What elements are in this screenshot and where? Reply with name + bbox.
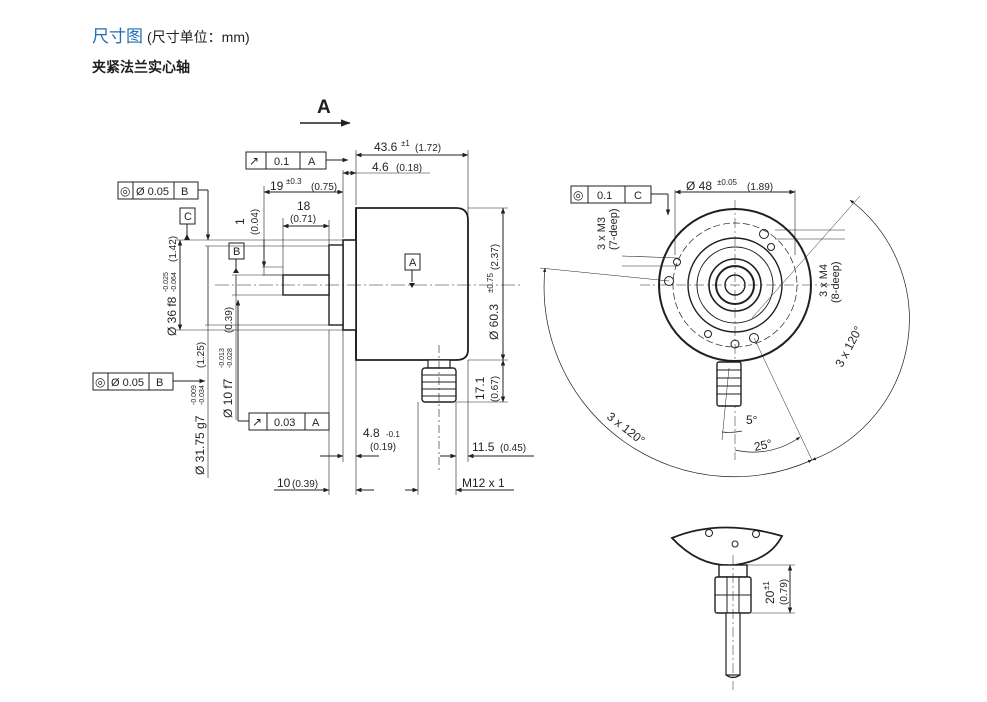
title-text: 尺寸图 [92, 27, 143, 46]
dim-11-5: 11.5 [472, 440, 495, 454]
dim-4-8-tol: -0.1 [386, 430, 400, 439]
dim-d36-tol-up: -0.025 [163, 272, 170, 292]
dim-m4: 3 x M4 [818, 264, 830, 297]
dim-10: 10 [277, 476, 291, 490]
dim-d603-in: (2.37) [490, 244, 501, 270]
page-title: 尺寸图(尺寸单位：mm) [92, 22, 250, 47]
dim-10-in: (0.39) [292, 479, 318, 490]
dim-d10-tol-lo: -0.028 [227, 348, 234, 368]
dim-19-tol: ±0.3 [286, 177, 302, 186]
tol-rb-value: 0.03 [274, 417, 295, 429]
m3-hole-3 [704, 330, 712, 338]
view-a-label: A [317, 97, 331, 118]
dim-d36: Ø 36 f8 [165, 296, 179, 336]
dim-43-6-tol: ±1 [401, 139, 410, 148]
dim-20-tol: ±1 [762, 581, 771, 590]
m3-hole-2 [767, 243, 775, 251]
dim-19-in: (0.75) [311, 182, 337, 193]
dim-d3175-tol-up: -0.009 [191, 385, 198, 405]
tol-lt-symbol: ◎ [120, 184, 130, 198]
dim-d3175-in: (1.25) [196, 342, 207, 368]
cable-housing-segment [670, 526, 784, 567]
dim-4-6: 4.6 [372, 160, 389, 174]
dim-1: 1 [233, 218, 247, 225]
dim-43-6: 43.6 [374, 140, 398, 154]
dim-1-in: (0.04) [250, 209, 261, 235]
dim-d3175-tol-lo: -0.034 [199, 385, 206, 405]
dim-d10-in: (0.39) [224, 307, 235, 333]
dim-d36-tol-lo: -0.064 [171, 272, 178, 292]
dim-17-1: 17.1 [473, 376, 487, 400]
tol-lt-value: Ø 0.05 [136, 186, 169, 198]
side-view: A A ↗ 0.1 A 43.6 ±1 (1 [92, 97, 534, 495]
dim-d48-tol: ±0.05 [717, 178, 738, 187]
dim-m3-depth: (7-deep) [608, 208, 620, 250]
dim-18: 18 [297, 199, 311, 213]
angle-3x120-left: 3 x 120° [604, 409, 648, 447]
datum-b-side: B [233, 246, 240, 258]
arc-120-left [543, 267, 813, 478]
dim-43-6-in: (1.72) [415, 143, 441, 154]
page-subtitle: 夹紧法兰实心轴 [92, 59, 190, 75]
dim-m4-depth: (8-deep) [830, 261, 842, 303]
tol-rb-datum: A [312, 417, 320, 429]
tol-lb-datum: B [156, 377, 163, 389]
tol-lb-symbol: ◎ [95, 375, 105, 389]
tol-top-value: 0.1 [274, 156, 289, 168]
angle-25: 25° [753, 436, 774, 454]
dim-4-8: 4.8 [363, 426, 380, 440]
m4-hole-2 [759, 229, 769, 239]
dim-d10-tol-up: -0.013 [219, 348, 226, 368]
tol-rb-symbol: ↗ [252, 415, 262, 429]
angle-5: 5° [746, 413, 758, 427]
dim-d36-in: (1.42) [168, 236, 179, 262]
arc-120-right [811, 199, 910, 461]
dim-d48-in: (1.89) [747, 182, 773, 193]
m3-hole-1 [673, 258, 681, 266]
tol-front-datum: C [634, 190, 642, 202]
cable-detail-view: 20 ±1 (0.79) [670, 526, 795, 690]
dim-d603: Ø 60.3 [487, 304, 501, 340]
angle-3x120-right: 3 x 120° [832, 324, 865, 370]
dim-4-6-in: (0.18) [396, 163, 422, 174]
dim-d3175: Ø 31.75 g7 [193, 415, 207, 475]
dim-17-1-in: (0.67) [490, 376, 501, 402]
tol-top-symbol: ↗ [249, 154, 259, 168]
dim-d603-tol: ±0.75 [486, 272, 495, 293]
dim-d10: Ø 10 f7 [221, 378, 235, 418]
dim-11-5-in: (0.45) [500, 443, 526, 454]
dim-d48: Ø 48 [686, 179, 712, 193]
dim-m12: M12 x 1 [462, 476, 505, 490]
dim-18-in: (0.71) [290, 214, 316, 225]
dim-20: 20 [763, 590, 777, 604]
tol-front-symbol: ◎ [573, 188, 583, 202]
tol-lt-datum: B [181, 186, 188, 198]
dim-4-8-in: (0.19) [370, 442, 396, 453]
tol-lb-value: Ø 0.05 [111, 377, 144, 389]
tol-front-value: 0.1 [597, 190, 612, 202]
datum-c-side: C [184, 211, 192, 223]
dim-20-in: (0.79) [779, 579, 790, 605]
unit-note: (尺寸单位：mm) [147, 29, 250, 45]
front-view: ◎ 0.1 C Ø 48 ±0.05 (1.89) [539, 178, 910, 478]
dim-19: 19 [270, 179, 284, 193]
datum-a-body: A [409, 257, 417, 269]
tol-top-datum: A [308, 156, 316, 168]
dim-m3: 3 x M3 [596, 217, 608, 250]
